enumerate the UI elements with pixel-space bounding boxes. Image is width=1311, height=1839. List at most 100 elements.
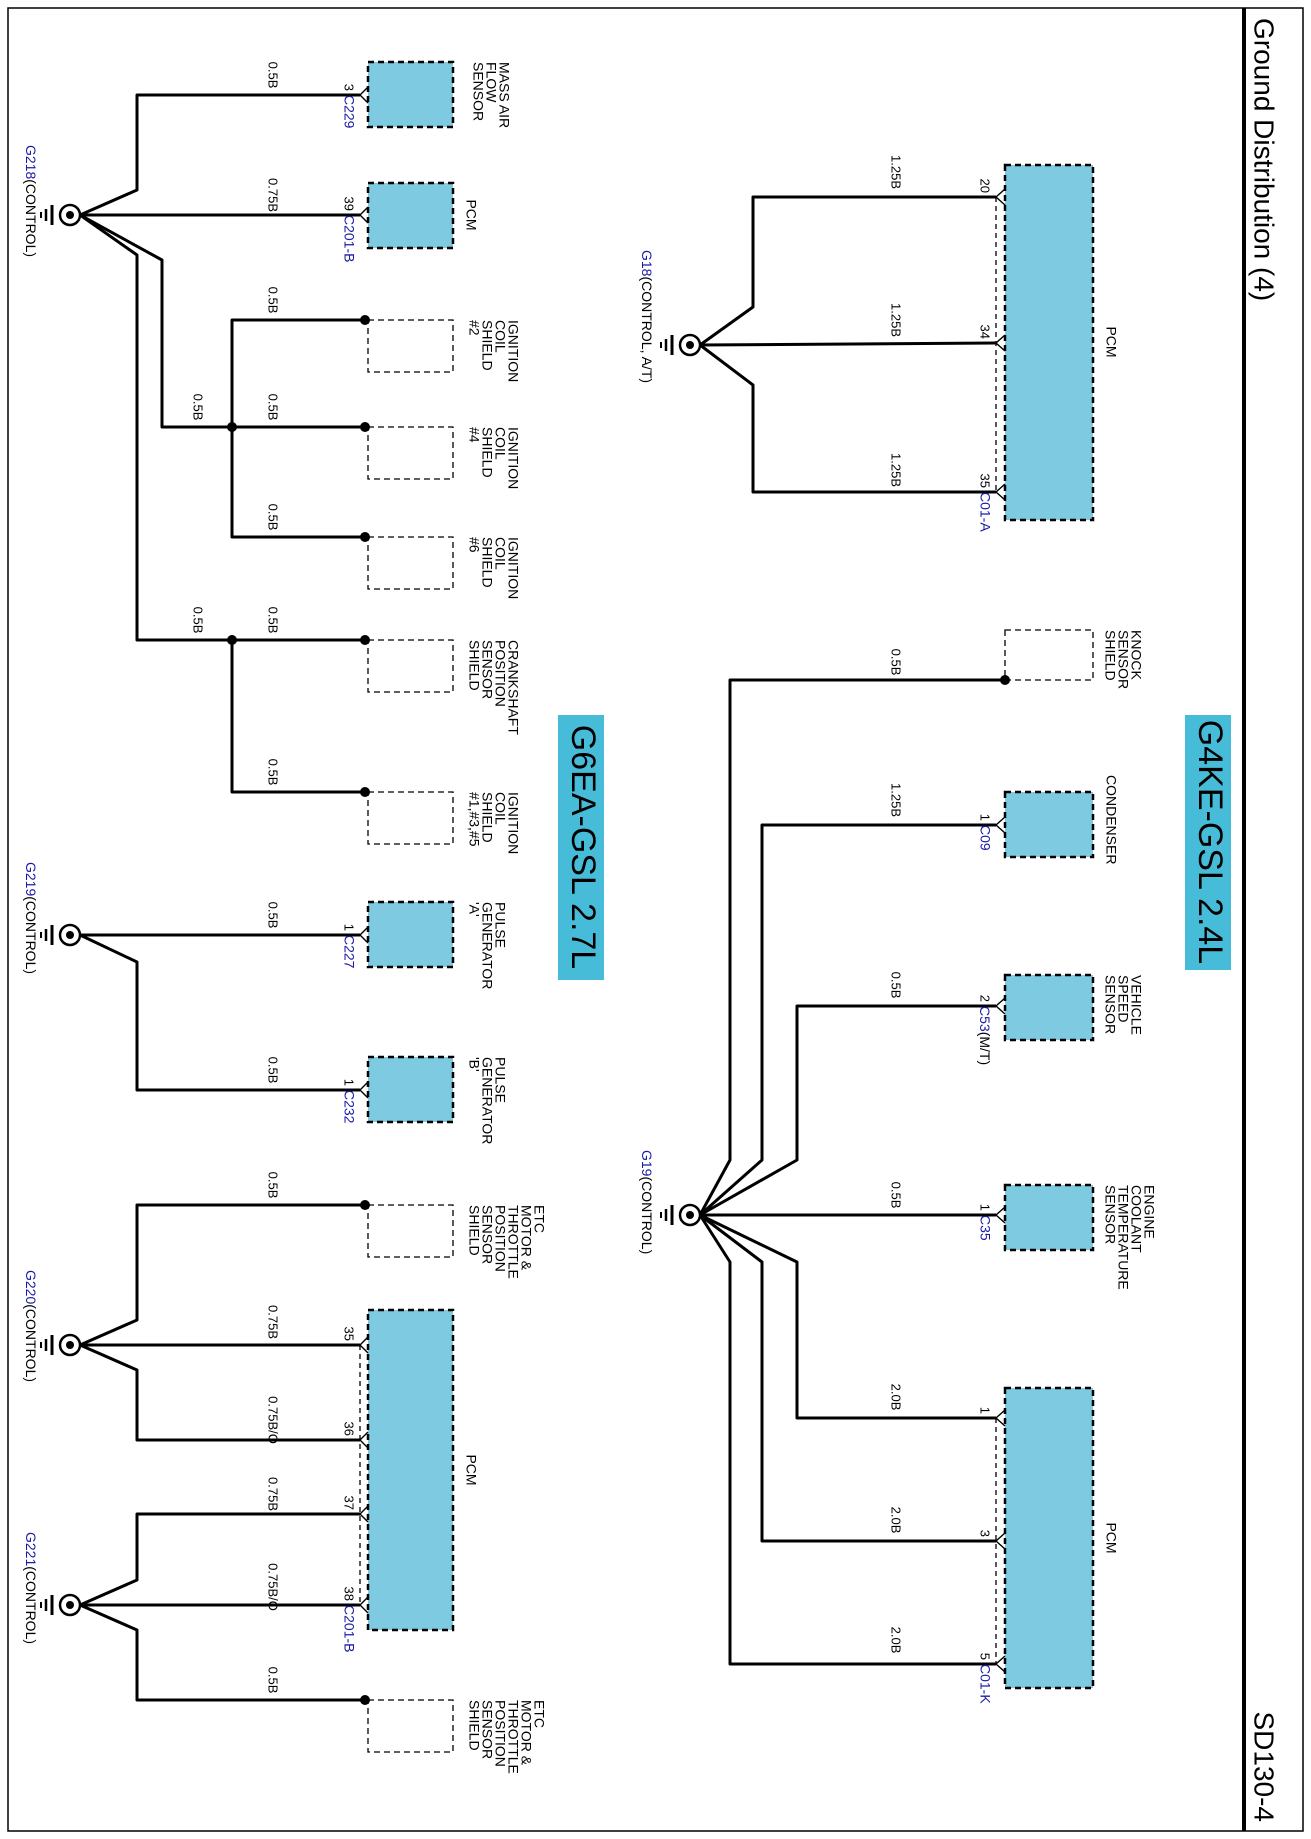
connector-c229: C229 <box>341 95 357 129</box>
ckp-sensor-label-line: CRANKSHAFT <box>505 640 521 735</box>
etc-shield-2-box <box>367 1699 454 1753</box>
ckp-sensor-label-line: SHIELD <box>466 640 482 691</box>
connector-c01a: C01-A <box>977 492 993 532</box>
wire-gauge-label: 0.5B <box>266 287 281 314</box>
pcm-c201b-35-38-label: PCM <box>463 1454 479 1485</box>
connector-c201b: C201-B <box>341 215 357 262</box>
ignition-coil-4-label-line: IGNITION <box>505 427 521 489</box>
ground-g18 <box>660 333 702 357</box>
connector-c01k: C01-K <box>977 1664 993 1704</box>
ect-sensor-label-line: SENSOR <box>1102 1185 1118 1244</box>
svg-text:G4KE-GSL 2.4L: G4KE-GSL 2.4L <box>1191 720 1229 964</box>
ground-label-g220-note: (CONTROL) <box>23 1304 39 1382</box>
pin-number: 37 <box>342 1496 357 1510</box>
connector-c53: C53(M/T) <box>977 1006 993 1065</box>
ignition-coil-2-label-line: IGNITION <box>505 320 521 382</box>
ignition-coil-shield-4-box <box>367 426 454 480</box>
wire-gauge-label: 1.25B <box>889 783 904 817</box>
page-title: Ground Distribution (4) <box>1249 18 1280 301</box>
pin-number: 20 <box>978 179 993 193</box>
ground-label-g18-id: G18 <box>639 250 655 277</box>
ignition-coil-6-label-line: IGNITION <box>505 537 521 599</box>
ignition-coil-shield-2-box <box>367 319 454 373</box>
pulse-generator-a-label-line: 'A' <box>466 902 482 917</box>
ignition-coil-6-label-line: COIL <box>492 537 508 570</box>
ignition-coil-2-label-line: SHIELD <box>479 320 495 371</box>
vehicle-speed-sensor-box <box>1003 973 1095 1042</box>
pin-number: 35 <box>978 474 993 488</box>
wire-gauge-label: 0.5B <box>266 62 281 89</box>
vehicle-speed-sensor-label-line: VEHICLE <box>1128 975 1144 1035</box>
ignition-coil-2-label-line: COIL <box>492 320 508 353</box>
wire-gauge-label: 2.0B <box>889 1627 904 1654</box>
ground-label-g219-id: G219 <box>23 862 39 896</box>
ground-label-g19-id: G19 <box>639 1150 655 1177</box>
pin-number: 1 <box>342 1079 357 1086</box>
wire-gauge-label: 0.5B <box>266 902 281 929</box>
knock-sensor-shield-label-line: SHIELD <box>1102 630 1118 681</box>
pcm-c01k-label: PCM <box>1103 1522 1119 1553</box>
ckp-sensor-label-line: POSITION <box>492 640 508 707</box>
wire-gauge-label: 0.5B <box>266 1057 281 1084</box>
etc-shield-1-label-line: MOTOR & <box>518 1205 534 1271</box>
ground-label-g221: G221(CONTROL) <box>23 1532 39 1644</box>
pulse-generator-a-label-line: PULSE <box>492 902 508 948</box>
wire-gauge-label: 0.5B <box>889 649 904 676</box>
wire-gauge-label: 0.5B <box>266 759 281 786</box>
pulse-generator-b-label-line: PULSE <box>492 1057 508 1103</box>
etc-shield-1-label-line: POSITION <box>492 1205 508 1272</box>
ground-label-g221-id: G221 <box>23 1532 39 1566</box>
connector-c53-note: (M/T) <box>977 1032 993 1065</box>
connector-c227: C227 <box>341 935 357 969</box>
pulse-generator-b-label-line: GENERATOR <box>479 1057 495 1144</box>
pulse-generator-a-label-line: GENERATOR <box>479 902 495 989</box>
pin-number: 36 <box>342 1422 357 1436</box>
ground-g218 <box>40 203 82 227</box>
ground-label-g218: G218(CONTROL) <box>23 145 39 257</box>
pulse-generator-b-box <box>366 1055 455 1124</box>
wire-gauge-label: 0.5B <box>191 394 206 421</box>
ect-sensor-box <box>1003 1183 1095 1252</box>
ckp-sensor-shield-box <box>367 639 454 693</box>
ignition-coil-6-label-line: #6 <box>466 537 482 553</box>
etc-shield-1-label-line: SENSOR <box>479 1205 495 1264</box>
svg-text:G6EA-GSL 2.7L: G6EA-GSL 2.7L <box>564 725 602 969</box>
connector-c201b-2: C201-B <box>341 1605 357 1652</box>
page-frame <box>7 7 1304 1832</box>
ignition-coil-2-label-line: #2 <box>466 320 482 336</box>
ground-label-g221-note: (CONTROL) <box>23 1566 39 1644</box>
ignition-coil-4-label-line: SHIELD <box>479 427 495 478</box>
ground-label-g19-note: (CONTROL) <box>639 1176 655 1254</box>
wire-gauge-label: 2.0B <box>889 1507 904 1534</box>
wire-gauge-label: 0.5B <box>266 1172 281 1199</box>
pin-number: 34 <box>978 325 993 339</box>
etc-shield-2-label-line: MOTOR & <box>518 1700 534 1766</box>
page-code: SD130-4 <box>1249 1711 1280 1822</box>
condenser-label: CONDENSER <box>1103 775 1119 864</box>
etc-shield-2-label-line: POSITION <box>492 1700 508 1767</box>
pcm-c201b-35-38-box <box>366 1308 455 1632</box>
etc-shield-1-label-line: SHIELD <box>466 1205 482 1256</box>
wire-gauge-label: 0.5B <box>191 607 206 634</box>
etc-shield-2-label-line: ETC <box>531 1700 547 1728</box>
ground-label-g219: G219(CONTROL) <box>23 862 39 974</box>
condenser-label-line: CONDENSER <box>1103 775 1119 864</box>
engine-banner-g6ea: G6EA-GSL 2.7L <box>558 715 604 980</box>
etc-shield-1-label-line: THROTTLE <box>505 1205 521 1279</box>
ignition-coil-4-label-line: COIL <box>492 427 508 460</box>
ignition-coil-135-label-line: IGNITION <box>505 792 521 854</box>
ground-g221 <box>40 1593 82 1617</box>
ignition-coil-135-label-line: COIL <box>492 792 508 825</box>
ground-label-g19: G19(CONTROL) <box>639 1150 655 1254</box>
engine-banner-g4ke: G4KE-GSL 2.4L <box>1185 715 1231 970</box>
ground-label-g218-id: G218 <box>23 145 39 179</box>
wire-gauge-label: 0.5B <box>266 607 281 634</box>
wire-gauge-label: 2.0B <box>889 1384 904 1411</box>
ignition-coil-shield-135-box <box>367 791 454 845</box>
etc-shield-1-label-line: ETC <box>531 1205 547 1233</box>
maf-sensor-box <box>366 60 455 129</box>
